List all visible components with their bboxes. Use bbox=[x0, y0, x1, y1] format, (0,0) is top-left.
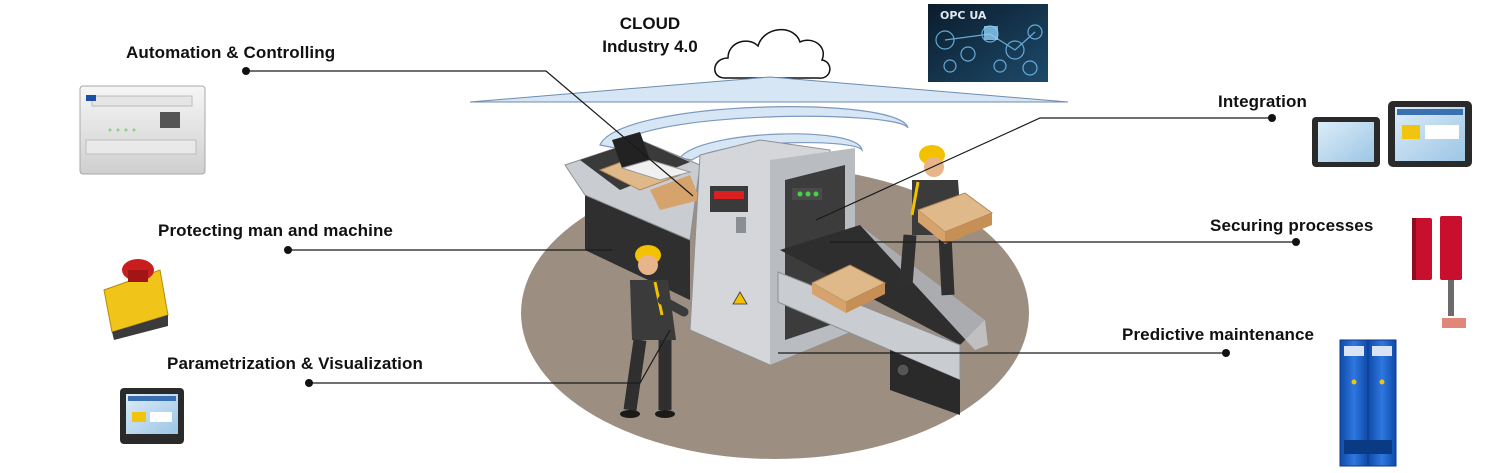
cloud-icon bbox=[714, 28, 831, 79]
cloud-title: CLOUD bbox=[619, 14, 681, 33]
plc-controller-image bbox=[79, 85, 206, 175]
relay-module-image bbox=[1339, 339, 1397, 467]
label-integration: Integration bbox=[1218, 92, 1307, 111]
safety-sensor-image bbox=[1412, 216, 1466, 328]
emergency-stop-image bbox=[103, 259, 169, 340]
cloud-label: CLOUD Industry 4.0 bbox=[590, 12, 710, 58]
leader-lines bbox=[246, 70, 1296, 384]
opc-ua-image bbox=[928, 4, 1048, 82]
opc-ua-badge: OPC UA bbox=[940, 9, 987, 22]
hmi-panel-small-image bbox=[120, 388, 184, 444]
hmi-panels-image bbox=[1312, 101, 1472, 167]
worker-left bbox=[620, 245, 689, 418]
label-predictive: Predictive maintenance bbox=[1122, 325, 1315, 344]
label-securing: Securing processes bbox=[1210, 216, 1374, 235]
cloud-subtitle: Industry 4.0 bbox=[602, 37, 698, 56]
label-automation: Automation & Controlling bbox=[126, 43, 336, 62]
leader-line-automation bbox=[246, 70, 694, 197]
cloud-signal-beam bbox=[469, 76, 1069, 103]
signal-wave-1 bbox=[599, 106, 909, 149]
leader-dots bbox=[242, 67, 1300, 387]
label-parametrization: Parametrization & Visualization bbox=[167, 354, 423, 373]
worker-right bbox=[899, 145, 994, 296]
label-protecting: Protecting man and machine bbox=[158, 221, 393, 240]
leader-line-parametrization bbox=[309, 329, 671, 384]
leader-line-integration bbox=[815, 117, 1272, 221]
